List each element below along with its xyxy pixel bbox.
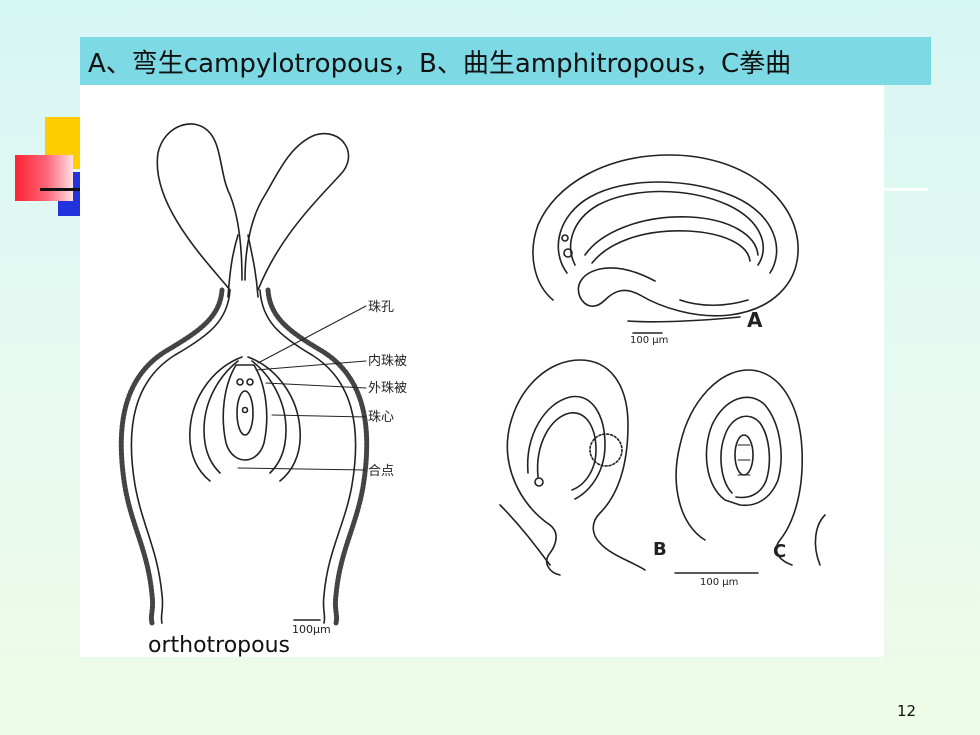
panel-c-label: C xyxy=(773,541,786,562)
orthotropous-ovule-drawing xyxy=(118,123,370,626)
orthotropous-caption: orthotropous xyxy=(148,633,291,658)
bc-scale-label: 100 μm xyxy=(700,577,738,588)
page-number: 12 xyxy=(897,702,917,720)
ovule-diagrams: 珠孔 内珠被 外珠被 珠心 合点 100μm 100 μm A B C 100 … xyxy=(118,123,826,636)
label-micropyle: 珠孔 xyxy=(368,300,394,315)
campylotropous-ovule-drawing xyxy=(532,154,799,334)
decor-red-square xyxy=(15,155,73,201)
left-scale-label: 100μm xyxy=(292,623,331,636)
circinotropous-ovule-drawing xyxy=(675,369,826,566)
figure-panel: 珠孔 内珠被 外珠被 珠心 合点 100μm 100 μm A B C 100 … xyxy=(80,85,884,657)
panel-b-label: B xyxy=(653,539,667,560)
panel-a-label: A xyxy=(747,308,763,332)
label-outer-integument: 外珠被 xyxy=(368,381,407,396)
label-chalaza: 合点 xyxy=(368,464,394,479)
slide-title-bar: A、弯生campylotropous，B、曲生amphitropous，C拳曲 xyxy=(80,37,931,85)
amphitropous-ovule-drawing xyxy=(499,359,759,576)
label-nucellus: 珠心 xyxy=(368,410,394,425)
panel-a-scale-label: 100 μm xyxy=(630,335,668,346)
slide-title: A、弯生campylotropous，B、曲生amphitropous，C拳曲 xyxy=(88,48,792,79)
decor-title-rule-dark xyxy=(40,188,85,191)
label-inner-integument: 内珠被 xyxy=(368,353,407,369)
